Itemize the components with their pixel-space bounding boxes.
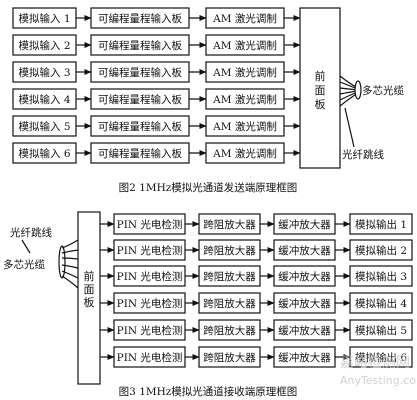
tx-input-label-5: 模拟输入 5 [18, 120, 70, 133]
tx-row-5: 模拟输入 5 可编程量程输入板 AM 激光调制 [12, 115, 301, 137]
tx-jumper-label: 光纤跳线 [342, 148, 384, 161]
tx-input-label-6: 模拟输入 6 [18, 147, 70, 160]
tx-input-label-2: 模拟输入 2 [18, 39, 70, 52]
rx-output-box-2 [349, 239, 413, 261]
rx-buffer-label-6: 缓冲放大器 [278, 351, 331, 364]
tx-input-label-1: 模拟输入 1 [18, 12, 70, 25]
rx-tia-label-6: 跨阻放大器 [203, 351, 256, 364]
tx-front-panel [299, 7, 341, 169]
rx-detect-label-1: PIN 光电检测 [117, 218, 183, 231]
tx-board-label-5: 可编程量程输入板 [98, 120, 182, 133]
tx-front-panel-label-3: 板 [315, 97, 326, 111]
tx-board-label-6: 可编程量程输入板 [98, 147, 182, 160]
tx-row-2: 模拟输入 2 可编程量程输入板 AM 激光调制 [12, 34, 301, 56]
tx-laser-label-4: AM 激光调制 [212, 93, 277, 106]
rx-row-2: PIN 光电检测 跨阻放大器 缓冲放大器 模拟输出 2 [100, 239, 413, 261]
tx-board-label-1: 可编程量程输入板 [98, 12, 182, 25]
tx-board-label-2: 可编程量程输入板 [98, 39, 182, 52]
tx-board-label-3: 可编程量程输入板 [98, 66, 182, 79]
tx-cable-label: 多芯光缆 [362, 84, 404, 97]
tx-board-label-4: 可编程量程输入板 [98, 93, 182, 106]
tx-laser-label-5: AM 激光调制 [212, 120, 277, 133]
tx-jumper-leader [344, 107, 355, 148]
rx-detect-label-3: PIN 光电检测 [117, 270, 183, 283]
rx-row-4: PIN 光电检测 跨阻放大器 缓冲放大器 模拟输出 4 [100, 292, 413, 314]
rx-row-1: PIN 光电检测 跨阻放大器 缓冲放大器 模拟输出 1 [100, 213, 413, 235]
rx-row-5: PIN 光电检测 跨阻放大器 缓冲放大器 模拟输出 5 [100, 319, 413, 341]
rx-output-box-5 [349, 319, 413, 341]
rx-output-label-1: 模拟输出 1 [355, 218, 407, 231]
rx-output-box-4 [349, 292, 413, 314]
tx-laser-label-1: AM 激光调制 [212, 12, 277, 25]
rx-detect-label-4: PIN 光电检测 [117, 297, 183, 310]
rx-output-label-6: 模拟输出 6 [355, 351, 407, 364]
rx-output-box-6 [349, 346, 413, 368]
rx-detect-label-2: PIN 光电检测 [117, 244, 183, 257]
tx-input-label-4: 模拟输入 4 [18, 93, 70, 106]
rx-cable-label: 多芯光缆 [3, 258, 45, 271]
rx-tia-label-3: 跨阻放大器 [203, 270, 256, 283]
rx-fiber-bundle [61, 239, 79, 289]
rx-buffer-label-5: 缓冲放大器 [278, 324, 331, 337]
rx-output-label-3: 模拟输出 3 [355, 270, 407, 283]
watermark-text-cn: 嘉峪检测网 [340, 355, 410, 371]
tx-laser-label-3: AM 激光调制 [212, 66, 277, 79]
receiver-diagram: 光纤跳线 多芯光缆 前 面 板 PIN 光电检测跨阻放大器缓冲放大器模拟输出 1… [3, 211, 413, 398]
rx-tia-label-1: 跨阻放大器 [203, 218, 256, 231]
rx-detect-label-6: PIN 光电检测 [117, 351, 183, 364]
tx-front-panel-label-1: 前 [315, 69, 326, 83]
rx-row-3: PIN 光电检测 跨阻放大器 缓冲放大器 模拟输出 3 [100, 265, 413, 287]
rx-front-panel-label-1: 前 [84, 269, 95, 283]
tx-input-label-3: 模拟输入 3 [18, 66, 70, 79]
rx-tia-label-5: 跨阻放大器 [203, 324, 256, 337]
rx-output-label-4: 模拟输出 4 [355, 297, 407, 310]
rx-buffer-label-2: 缓冲放大器 [278, 244, 331, 257]
tx-row-4: 模拟输入 4 可编程量程输入板 AM 激光调制 [12, 88, 301, 110]
rx-row-6: PIN 光电检测 跨阻放大器 缓冲放大器 模拟输出 6 [100, 346, 413, 368]
rx-tia-label-2: 跨阻放大器 [203, 244, 256, 257]
rx-buffer-label-3: 缓冲放大器 [278, 270, 331, 283]
tx-row-1: 模拟输入 1 可编程量程输入板 AM 激光调制 [12, 7, 301, 29]
tx-laser-label-2: AM 激光调制 [212, 39, 277, 52]
watermark-logo: 嘉峪检测网 AnyTesting.com [340, 355, 417, 387]
rx-output-box-3 [349, 265, 413, 287]
rx-front-panel-label-3: 板 [84, 295, 95, 309]
tx-front-panel-label-2: 面 [315, 84, 326, 97]
tx-row-3: 模拟输入 3 可编程量程输入板 AM 激光调制 [12, 61, 301, 83]
rx-buffer-label-1: 缓冲放大器 [278, 218, 331, 231]
rx-output-box-1 [349, 213, 413, 235]
tx-cable-connector [354, 80, 362, 100]
tx-row-6: 模拟输入 6 可编程量程输入板 AM 激光调制 [12, 142, 301, 164]
rx-output-label-5: 模拟输出 5 [355, 324, 407, 337]
tx-laser-label-6: AM 激光调制 [212, 147, 277, 160]
rx-jumper-label: 光纤跳线 [10, 226, 52, 239]
rx-caption: 图3 1MHz模拟光通道接收端原理框图 [119, 385, 298, 398]
rx-cable-connector [58, 245, 66, 279]
rx-jumper-leader [21, 239, 31, 254]
rx-buffer-label-4: 缓冲放大器 [278, 297, 331, 310]
rx-detect-label-5: PIN 光电检测 [117, 324, 183, 337]
rx-tia-label-4: 跨阻放大器 [203, 297, 256, 310]
rx-output-label-2: 模拟输出 2 [355, 244, 407, 257]
rx-front-panel [77, 211, 101, 385]
rx-front-panel-label-2: 面 [84, 283, 95, 296]
tx-caption: 图2 1MHz模拟光通道发送端原理框图 [119, 181, 298, 194]
watermark-text-en: AnyTesting.com [340, 374, 417, 387]
